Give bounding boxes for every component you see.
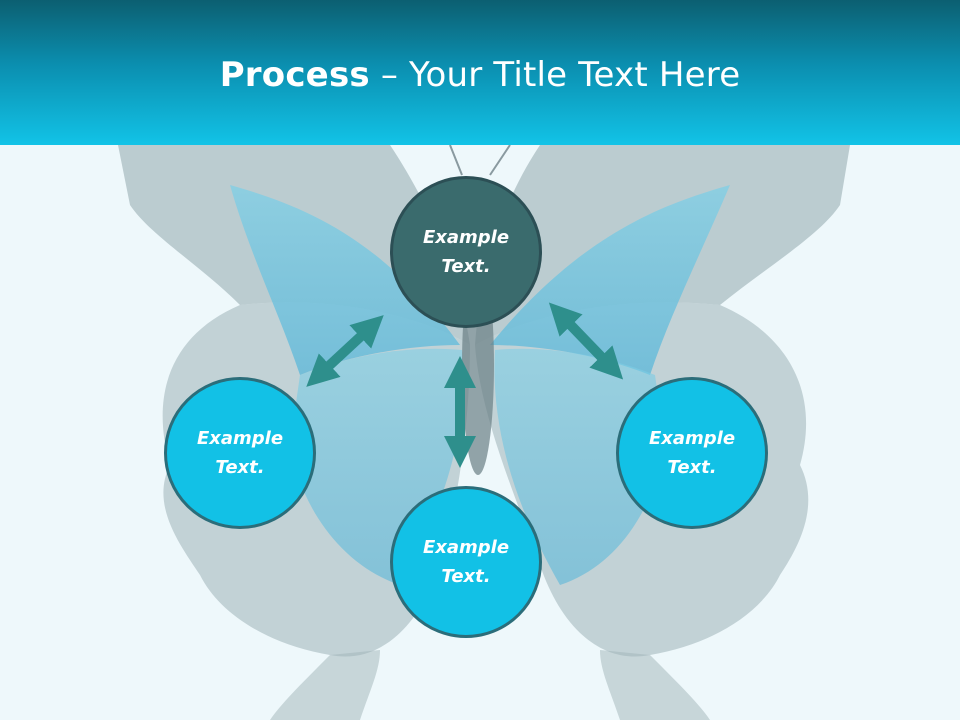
node-left: Example Text.	[164, 377, 316, 529]
center-node: Example Text.	[390, 176, 542, 328]
arrow-center-right	[548, 302, 624, 380]
node-left-label: Example Text.	[196, 428, 284, 478]
slide-title: Process – Your Title Text Here	[0, 55, 960, 95]
node-bottom: Example Text.	[390, 486, 542, 638]
arrow-center-left	[306, 315, 384, 387]
node-right: Example Text.	[616, 377, 768, 529]
title-bold: Process	[219, 55, 370, 95]
title-rest: – Your Title Text Here	[369, 55, 741, 95]
node-bottom-label: Example Text.	[422, 537, 510, 587]
title-bar	[0, 0, 960, 145]
center-node-label: Example Text.	[422, 227, 510, 277]
node-right-label: Example Text.	[648, 428, 736, 478]
